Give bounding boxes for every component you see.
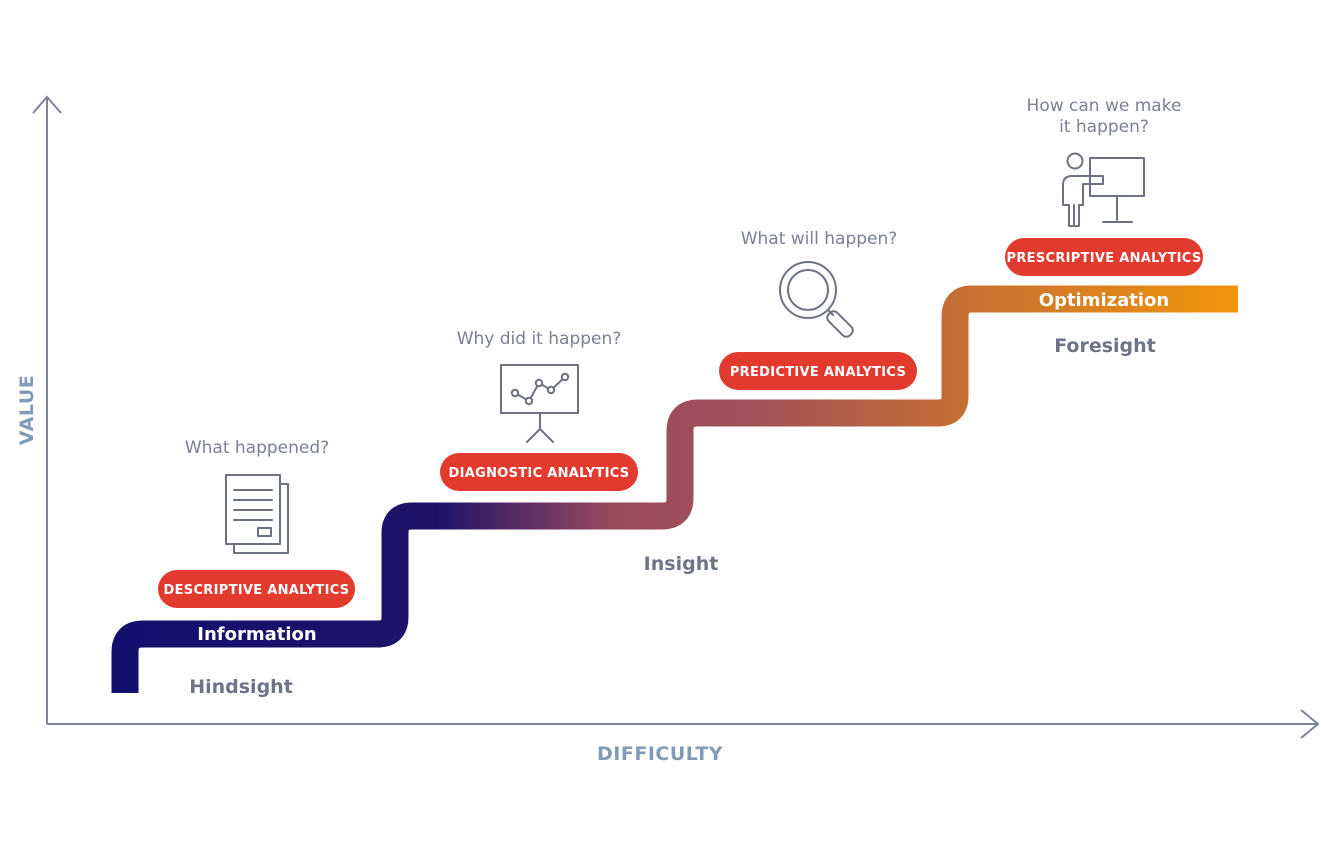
stage-prescriptive: How can we make it happen? PRESCRIPTIVE … xyxy=(1005,96,1203,357)
sight-hindsight: Hindsight xyxy=(189,676,293,698)
pill-diagnostic xyxy=(440,453,638,491)
y-axis-arrowhead xyxy=(32,95,62,114)
question-why-did-it-happen: Why did it happen? xyxy=(457,329,622,349)
stage-predictive: What will happen? PREDICTIVE ANALYTICS xyxy=(719,229,917,390)
question-how-can-we-make-line1: How can we make xyxy=(1027,96,1182,116)
magnifier-icon xyxy=(779,261,854,338)
sight-foresight: Foresight xyxy=(1054,335,1156,357)
staircase-path xyxy=(111,285,1238,693)
pill-descriptive xyxy=(158,570,355,608)
y-axis-label: VALUE xyxy=(16,375,38,445)
pill-predictive xyxy=(719,352,917,390)
question-what-happened: What happened? xyxy=(185,438,329,458)
level-information: Information xyxy=(197,624,316,645)
question-how-can-we-make-line2: it happen? xyxy=(1059,117,1149,137)
pill-label-diagnostic: DIAGNOSTIC ANALYTICS xyxy=(449,466,630,481)
pill-label-predictive: PREDICTIVE ANALYTICS xyxy=(730,365,906,380)
stage-descriptive: What happened? DESCRIPTIVE ANALYTICS Inf… xyxy=(158,438,355,698)
axes xyxy=(32,95,1320,739)
pill-label-descriptive: DESCRIPTIVE ANALYTICS xyxy=(164,583,350,598)
pill-label-prescriptive: PRESCRIPTIVE ANALYTICS xyxy=(1007,251,1202,266)
document-icon xyxy=(225,474,289,554)
level-optimization: Optimization xyxy=(1039,290,1169,311)
sight-insight: Insight xyxy=(644,553,719,575)
presentation-chart-icon xyxy=(500,364,579,443)
stage-diagnostic: Why did it happen? DIAGNOSTIC ANALYTICS … xyxy=(440,329,718,575)
pill-prescriptive xyxy=(1005,238,1203,276)
question-what-will-happen: What will happen? xyxy=(741,229,898,249)
presenter-board-icon xyxy=(1062,152,1145,227)
x-axis-arrowhead xyxy=(1300,709,1320,739)
x-axis-label: DIFFICULTY xyxy=(597,743,723,765)
